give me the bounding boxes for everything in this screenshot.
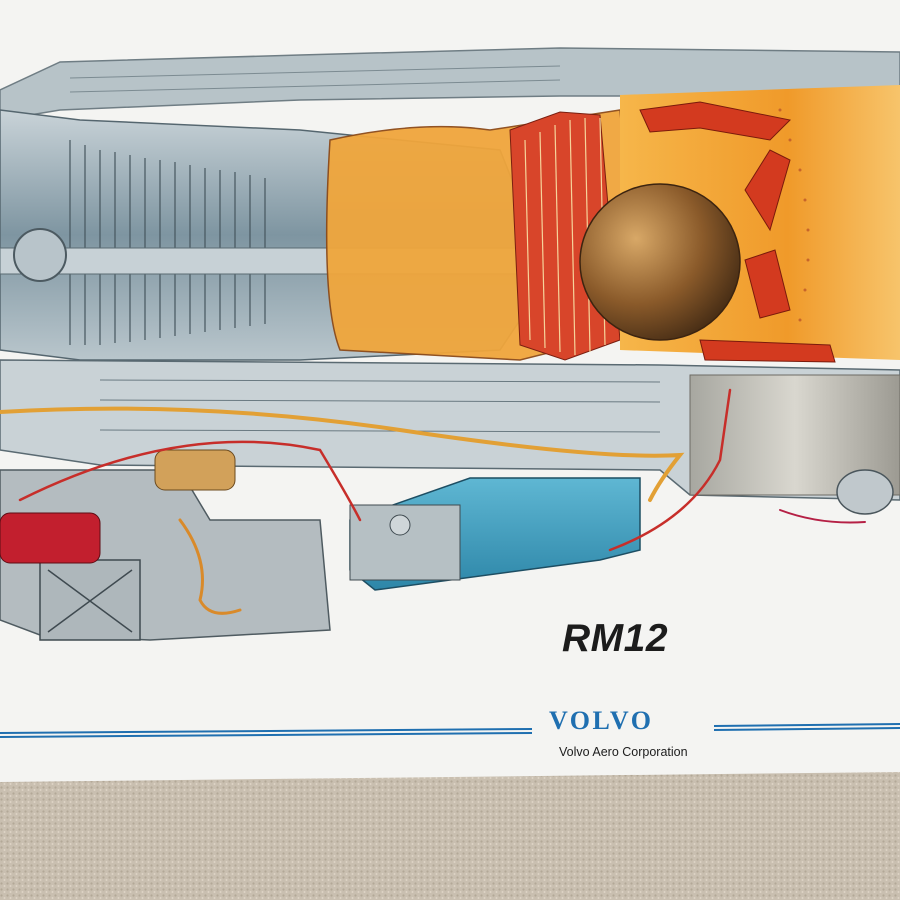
red-cylinder [0,512,101,564]
inlet-gear [13,228,67,282]
exhaust-rivets [778,108,810,322]
brand-rules [0,723,900,738]
lower-casing-ribs [99,379,661,433]
rear-disk [836,469,894,515]
afterburner-red-struts [639,101,836,363]
casing-ribs [69,65,561,93]
brass-pump [154,449,236,491]
carpet-floor [0,770,900,900]
teal-unit-knob [389,514,411,536]
poster-title: RM12 [562,617,669,660]
control-box-cross [47,569,133,633]
harness-cables [0,388,866,615]
tail-cone [579,183,741,341]
brand-logo: VOLVO [549,706,654,735]
company-name: Volvo Aero Corporation [559,745,688,759]
control-box [39,559,141,641]
